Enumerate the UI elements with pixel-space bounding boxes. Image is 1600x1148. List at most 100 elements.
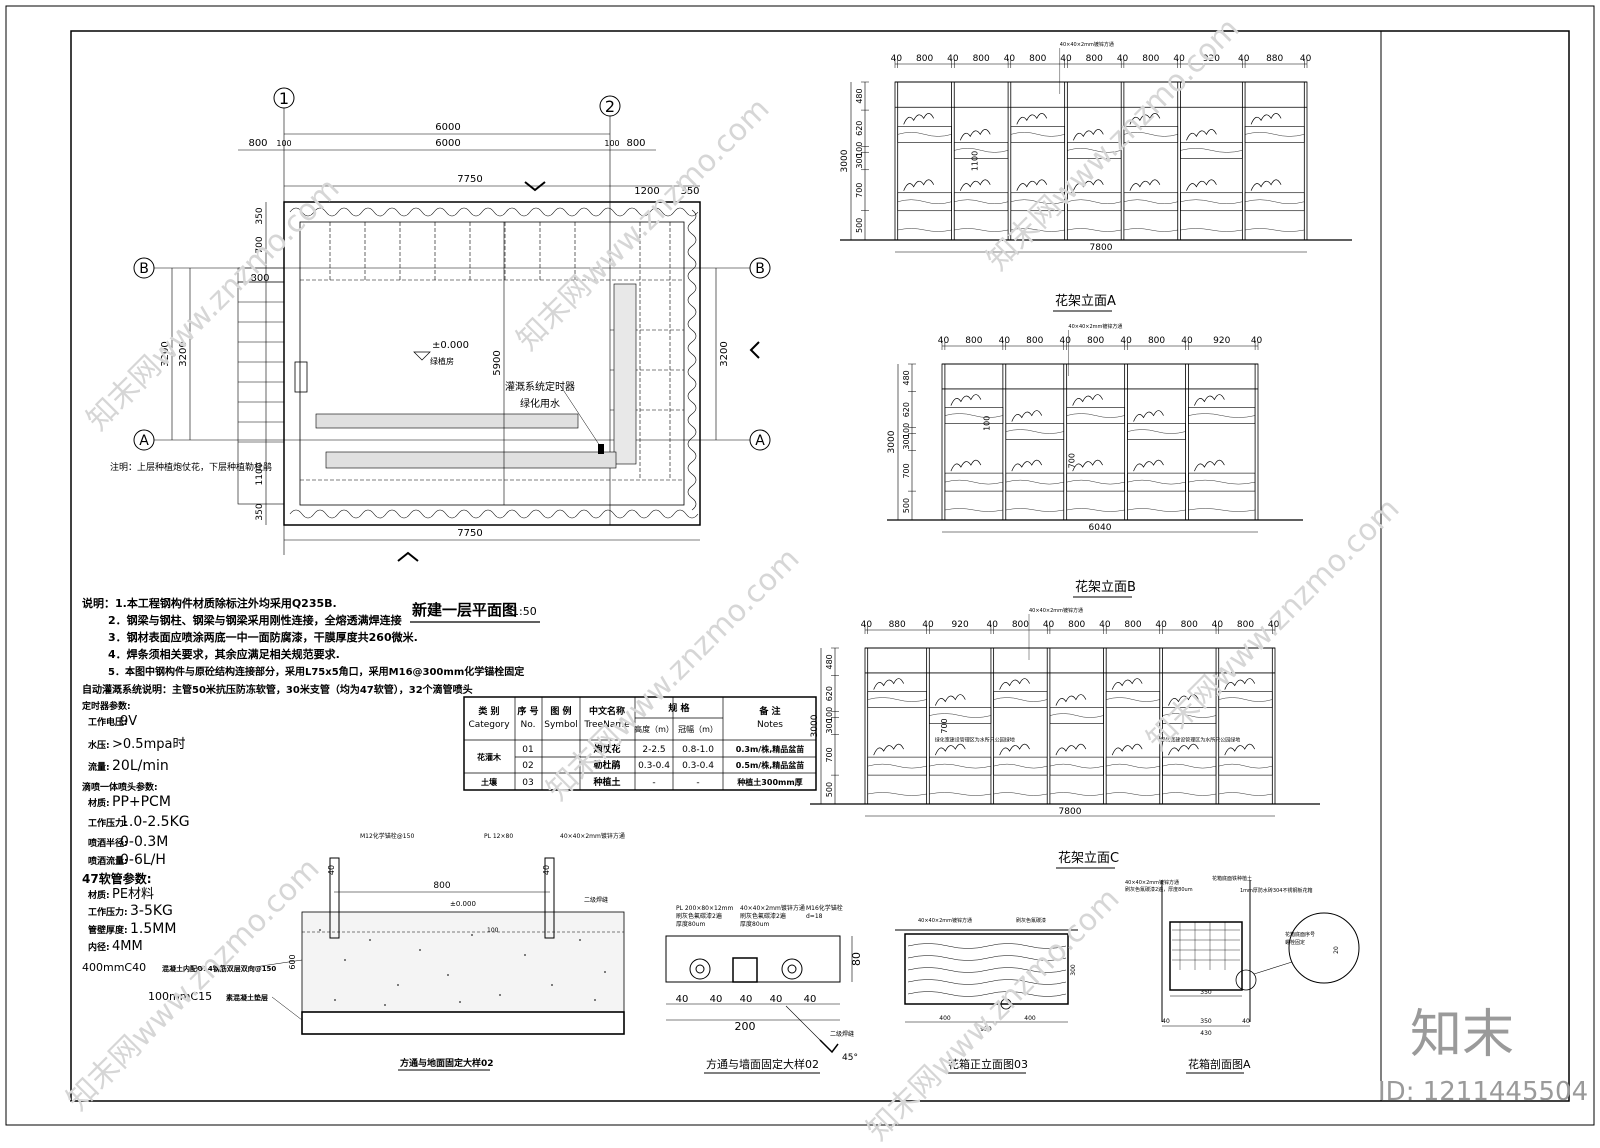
wd-dim-45: 45° bbox=[842, 1053, 858, 1063]
note-line-3: 3．钢材表面应喷涂两底一中一面防腐漆，干膜厚度共260微米. bbox=[108, 630, 418, 644]
elev-mid-dim: 700 bbox=[940, 718, 949, 733]
row-2-name: 勒杜鹃 bbox=[593, 759, 620, 771]
elev-wood-grain bbox=[1218, 697, 1273, 702]
square-tube bbox=[732, 957, 758, 983]
axis-label-A-left: A bbox=[139, 433, 149, 449]
nozzle-flow-label: 喷酒流量: bbox=[88, 855, 128, 867]
dim-text-100-left: 100 bbox=[276, 139, 291, 148]
nozzle-flow: 0-6L/H bbox=[120, 852, 166, 868]
fd-layer-1: 400mmC40 bbox=[82, 961, 146, 974]
fd-label-plate: PL 12×80 bbox=[484, 833, 513, 840]
elev-wood-grain bbox=[1066, 479, 1125, 485]
elev-dim-label: 880 bbox=[889, 620, 906, 630]
bs-zoom-source bbox=[1235, 969, 1257, 991]
row-3-no: 03 bbox=[522, 778, 533, 788]
elev-post bbox=[1007, 81, 1012, 241]
elev-wood-grain bbox=[954, 199, 1009, 204]
elev-wood-grain bbox=[929, 713, 991, 718]
elev-wood-grain bbox=[867, 697, 927, 702]
elev-dim-label: 800 bbox=[973, 54, 990, 64]
elev-wood-grain bbox=[1049, 713, 1104, 718]
hose-wall: 1.5MM bbox=[130, 921, 176, 937]
bs-dim-40-a: 40 bbox=[1162, 1018, 1170, 1025]
elev-wood-grain bbox=[1245, 199, 1305, 204]
row-2-note: 0.5m/株,精品盆苗 bbox=[736, 760, 804, 770]
bf-dim-920: 920 bbox=[980, 1026, 992, 1033]
hose-inner-label: 内径: bbox=[88, 941, 110, 953]
timer-pressure-label: 水压: bbox=[88, 739, 110, 751]
elev-plant bbox=[1011, 459, 1043, 472]
elev-post bbox=[1002, 363, 1007, 521]
elev-post bbox=[1159, 647, 1163, 805]
dim-text-3200-r: 3200 bbox=[719, 341, 730, 366]
dim-800-left-frame bbox=[237, 267, 285, 283]
elev-mid-dim: 1100 bbox=[970, 151, 979, 171]
elev-post bbox=[894, 81, 899, 241]
elev-dim-label: 40 bbox=[1060, 54, 1072, 64]
bs-outline bbox=[1169, 921, 1243, 991]
dim-text-7750-bottom: 7750 bbox=[457, 528, 482, 539]
timer-voltage-label: 工作电压: bbox=[88, 716, 128, 728]
elev-soil-grain bbox=[944, 508, 1003, 512]
planter-bed-right bbox=[613, 283, 637, 465]
elev-plant bbox=[999, 743, 1030, 756]
elev-dim-label: 40 bbox=[938, 336, 950, 346]
foundation-detail: M12化学锚栓@150 PL 12×80 40×40×2mm镀锌方通 二级焊缝 … bbox=[82, 832, 625, 1071]
elev-plant bbox=[1133, 459, 1164, 472]
box-front-wood bbox=[907, 943, 1067, 997]
dim-text-800-left: 800 bbox=[248, 138, 267, 149]
th-notes-en: Notes bbox=[757, 720, 783, 730]
elev-soil-grain bbox=[1127, 508, 1186, 512]
elev-wood-grain bbox=[1245, 132, 1305, 137]
fd-dim-100: 100 bbox=[487, 927, 499, 934]
dim-text-5900: 5900 bbox=[492, 350, 503, 375]
elev-post bbox=[1215, 647, 1220, 805]
row-3-note: 种植土300mm厚 bbox=[736, 777, 802, 787]
sheet-outer-border bbox=[5, 5, 1595, 1126]
elev-dim-label: 40 bbox=[947, 54, 959, 64]
row-3-height: - bbox=[652, 778, 655, 788]
planter-bed-lower bbox=[325, 451, 617, 469]
elev-wood-grain bbox=[1188, 479, 1256, 485]
elev-plant bbox=[934, 694, 966, 706]
elev-callout: 40×40×2mm镀锌方通 bbox=[1060, 41, 1114, 48]
dim-text-350-top: 350 bbox=[680, 186, 699, 197]
elev-dim-label: 40 bbox=[1059, 336, 1071, 346]
note-line-2: 2．钢梁与钢柱、钢梁与钢梁采用刚性连接，全熔透满焊连接 bbox=[108, 613, 402, 627]
elev-plant bbox=[1016, 113, 1048, 125]
elev-plant bbox=[950, 394, 982, 406]
timer-box bbox=[294, 361, 308, 393]
dim-text-6000-a: 6000 bbox=[435, 122, 460, 133]
elev-wood-grain bbox=[1180, 148, 1243, 153]
bf-dim-300: 300 bbox=[1070, 964, 1077, 976]
timer-pressure: >0.5mpa时 bbox=[112, 737, 185, 752]
fd-layer-2b: 素混凝土垫层 bbox=[226, 993, 268, 1002]
elev-wood-grain bbox=[867, 763, 927, 769]
elev-plant bbox=[1194, 394, 1225, 406]
elev-plant bbox=[1073, 129, 1104, 141]
th-height: 高度（m） bbox=[634, 724, 674, 734]
elev-dim-label: 40 bbox=[922, 620, 934, 630]
th-category-en: Category bbox=[468, 720, 510, 730]
bolt-left-outer bbox=[689, 958, 711, 980]
bs-label-3: 花箱底面铁种植土 bbox=[1212, 875, 1252, 882]
elev-plant bbox=[1011, 410, 1043, 422]
elevation-a-title: 花架立面A bbox=[1055, 293, 1116, 309]
planter-bed-middle bbox=[315, 413, 579, 429]
elev-wood-grain bbox=[1049, 763, 1104, 769]
dim-text-350-l: 350 bbox=[255, 207, 265, 224]
elev-plant bbox=[1129, 113, 1161, 125]
dim-text-7750-top: 7750 bbox=[457, 174, 482, 185]
fd-dim-600: 600 bbox=[288, 954, 297, 969]
plan-title: 新建一层平面图 bbox=[412, 601, 517, 619]
row-1-height: 2-2.5 bbox=[642, 745, 665, 755]
elev-side-dim-label: 620 bbox=[855, 121, 864, 136]
general-notes: 说明：1.本工程钢构件材质除标注外均采用Q235B. 2．钢梁与钢柱、钢梁与钢梁… bbox=[81, 596, 524, 954]
elev-plant bbox=[959, 129, 991, 141]
elev-soil-grain bbox=[1188, 508, 1256, 512]
wall-fix-detail: PL 200×80×12mm 刷灰色氟碳漆2遍 厚度80um 40×40×2mm… bbox=[665, 904, 863, 1074]
elev-wood-grain bbox=[1067, 148, 1122, 153]
concrete-dots bbox=[319, 929, 606, 1006]
nozzle-pressure: 1.0-2.5KG bbox=[120, 814, 190, 830]
elev-wood-grain bbox=[1106, 697, 1160, 702]
